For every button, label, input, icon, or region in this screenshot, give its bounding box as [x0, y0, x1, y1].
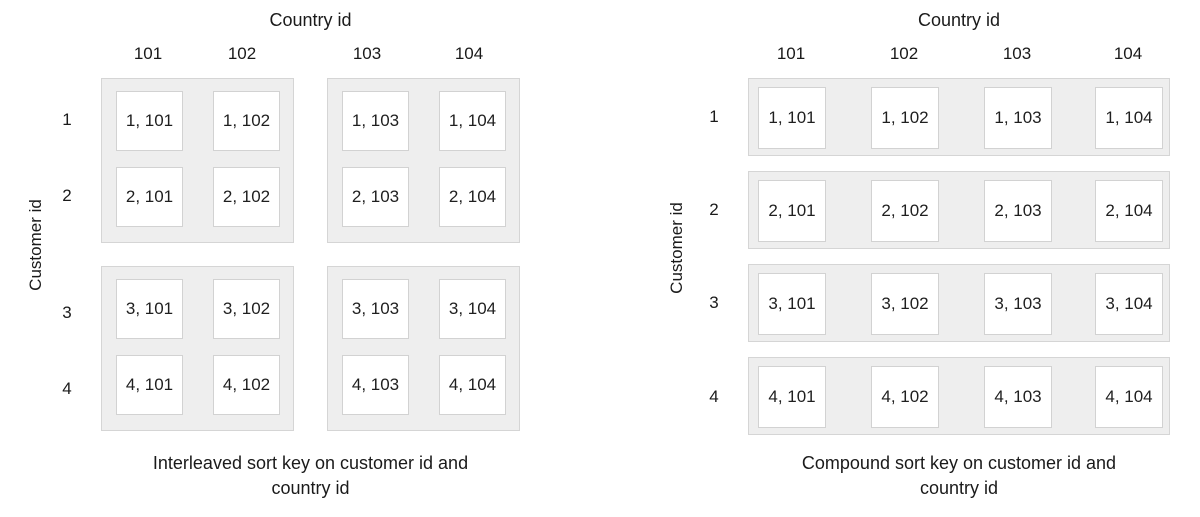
compound-row-block-1: 1, 101 1, 102 1, 103 1, 104	[748, 78, 1170, 156]
compound-row-label-1: 1	[709, 107, 719, 126]
compound-col-label-103: 103	[1002, 44, 1032, 63]
compound-row-label-4: 4	[709, 387, 719, 406]
key-cell: 2, 103	[984, 180, 1052, 242]
key-cell: 1, 102	[871, 87, 939, 149]
interleaved-row-label-4: 4	[62, 379, 72, 398]
compound-col-label-101: 101	[776, 44, 806, 63]
key-cell: 2, 101	[116, 167, 183, 227]
key-cell: 2, 104	[439, 167, 506, 227]
compound-caption: Compound sort key on customer id and cou…	[748, 451, 1170, 501]
compound-row-label-2: 2	[709, 200, 719, 219]
key-cell: 2, 101	[758, 180, 826, 242]
key-cell: 4, 101	[116, 355, 183, 415]
key-cell: 3, 101	[758, 273, 826, 335]
compound-row-block-3: 3, 101 3, 102 3, 103 3, 104	[748, 264, 1170, 342]
key-cell: 2, 104	[1095, 180, 1163, 242]
key-cell: 4, 103	[984, 366, 1052, 428]
compound-country-id-axis-label: Country id	[917, 10, 1001, 30]
interleaved-row-label-1: 1	[62, 110, 72, 129]
key-cell: 1, 102	[213, 91, 280, 151]
key-cell: 3, 103	[984, 273, 1052, 335]
compound-row-block-4: 4, 101 4, 102 4, 103 4, 104	[748, 357, 1170, 435]
compound-caption-line2: country id	[919, 478, 999, 498]
key-cell: 3, 101	[116, 279, 183, 339]
interleaved-block-top-right: 1, 103 1, 104 2, 103 2, 104	[327, 78, 520, 243]
key-cell: 4, 102	[213, 355, 280, 415]
compound-row-block-2: 2, 101 2, 102 2, 103 2, 104	[748, 171, 1170, 249]
interleaved-caption-line1: Interleaved sort key on customer id and	[152, 453, 469, 473]
key-cell: 2, 102	[213, 167, 280, 227]
interleaved-col-label-103: 103	[352, 44, 382, 63]
interleaved-col-label-104: 104	[454, 44, 484, 63]
interleaved-row-label-3: 3	[62, 303, 72, 322]
key-cell: 3, 104	[1095, 273, 1163, 335]
key-cell: 1, 101	[116, 91, 183, 151]
interleaved-caption: Interleaved sort key on customer id and …	[101, 451, 520, 501]
key-cell: 4, 102	[871, 366, 939, 428]
interleaved-block-bottom-right: 3, 103 3, 104 4, 103 4, 104	[327, 266, 520, 431]
key-cell: 4, 104	[439, 355, 506, 415]
compound-caption-line1: Compound sort key on customer id and	[801, 453, 1117, 473]
key-cell: 3, 103	[342, 279, 409, 339]
interleaved-customer-id-axis-label: Customer id	[26, 199, 45, 291]
compound-col-label-102: 102	[889, 44, 919, 63]
key-cell: 1, 103	[984, 87, 1052, 149]
interleaved-block-top-left: 1, 101 1, 102 2, 101 2, 102	[101, 78, 294, 243]
key-cell: 3, 102	[871, 273, 939, 335]
key-cell: 4, 104	[1095, 366, 1163, 428]
interleaved-row-label-2: 2	[62, 186, 72, 205]
compound-col-label-104: 104	[1113, 44, 1143, 63]
key-cell: 2, 103	[342, 167, 409, 227]
interleaved-caption-line2: country id	[271, 478, 350, 498]
compound-customer-id-axis-label: Customer id	[667, 202, 686, 294]
key-cell: 1, 103	[342, 91, 409, 151]
interleaved-block-bottom-left: 3, 101 3, 102 4, 101 4, 102	[101, 266, 294, 431]
key-cell: 1, 104	[1095, 87, 1163, 149]
interleaved-col-label-101: 101	[133, 44, 163, 63]
key-cell: 3, 102	[213, 279, 280, 339]
key-cell: 3, 104	[439, 279, 506, 339]
key-cell: 4, 103	[342, 355, 409, 415]
key-cell: 1, 104	[439, 91, 506, 151]
compound-row-label-3: 3	[709, 293, 719, 312]
key-cell: 2, 102	[871, 180, 939, 242]
key-cell: 1, 101	[758, 87, 826, 149]
interleaved-country-id-axis-label: Country id	[269, 10, 352, 30]
interleaved-col-label-102: 102	[227, 44, 257, 63]
key-cell: 4, 101	[758, 366, 826, 428]
